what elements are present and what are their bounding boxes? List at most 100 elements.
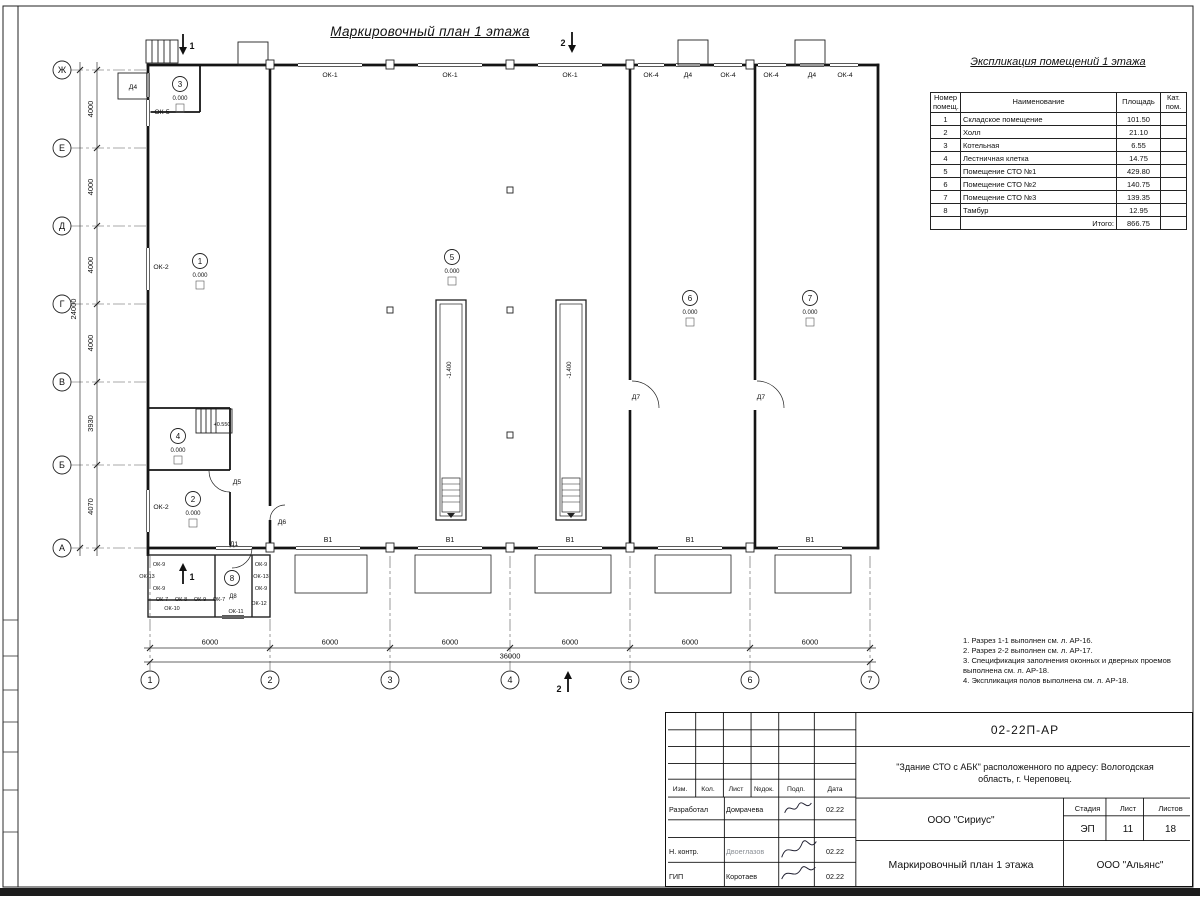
expl-cell-area: 12.95 [1116, 203, 1161, 218]
room-bubble [192, 253, 208, 269]
expl-header-name: Наименование [960, 91, 1117, 114]
dimension-label: 6000 [562, 638, 579, 647]
axis-letter: В [59, 377, 65, 387]
room-bubble [444, 249, 460, 265]
room-bubble [172, 76, 188, 92]
expl-cell-area: 429.80 [1116, 164, 1161, 179]
expl-cell-cat [1160, 151, 1187, 166]
signature [781, 866, 816, 880]
mark-label: Д6 [278, 519, 287, 526]
section-arrows [179, 32, 576, 692]
expl-total-label: Итого: [960, 216, 1117, 231]
title-block: 02-22П-АР "Здание СТО с АБК" расположенн… [665, 712, 1193, 887]
exterior-stair [145, 39, 179, 64]
axis-bubble [52, 138, 72, 158]
expl-cell-name: Холл [960, 125, 1117, 140]
expl-total-cat [1160, 216, 1187, 231]
mark-label: ОК-9 [255, 562, 267, 568]
side-stamp-boxes [2, 619, 19, 833]
room-bubble [224, 570, 240, 586]
axis-letter: Д [59, 221, 65, 231]
expl-cell-cat [1160, 112, 1187, 127]
room-number: 1 [198, 257, 203, 266]
axis-bubble [380, 670, 400, 690]
expl-cell-num: 3 [930, 138, 961, 153]
elevation-mark: 0.000 [802, 310, 818, 316]
mark-label: ОК-5 [154, 109, 170, 116]
mark-label: ОК-11 [228, 609, 243, 615]
mark-label: Д4 [684, 72, 693, 79]
section-number: 2 [556, 684, 561, 694]
sheet-label: Лист [1119, 803, 1137, 813]
room-number: 5 [450, 253, 455, 262]
mark-label: ОК-1 [562, 72, 578, 79]
room-bubble [170, 428, 186, 444]
note-line: 1. Разрез 1-1 выполнен см. л. АР-16. [963, 636, 1093, 645]
title-block-grid [668, 713, 1190, 886]
floor-type-box [173, 455, 183, 465]
mark-label: ОК-7 [213, 597, 225, 603]
mark-label: ОК-10 [164, 606, 179, 612]
name-gip: Коротаев [726, 871, 758, 881]
column-marks [386, 186, 514, 439]
axis-bubble [740, 670, 760, 690]
expl-total-value: 866.75 [1116, 216, 1161, 231]
expl-cell-name: Котельная [960, 138, 1117, 153]
expl-cell-name: Помещение СТО №2 [960, 177, 1117, 192]
expl-cell-cat [1160, 203, 1187, 218]
mark-label: ОК-13 [253, 574, 268, 580]
note-line: 4. Экспликация полов выполнена см. л. АР… [963, 676, 1129, 686]
role-gip: ГИП [669, 871, 684, 881]
elevation-mark: 0.000 [170, 448, 186, 454]
section-number: 1 [189, 572, 194, 582]
sheets-total: 18 [1164, 824, 1177, 835]
doc-number: 02-22П-АР [990, 723, 1060, 737]
stage-value: ЭП [1080, 824, 1095, 835]
expl-cell-num: 8 [930, 203, 961, 218]
axis-number: 1 [147, 675, 152, 685]
mark-label: ОК-9 [255, 586, 267, 592]
room-bubble [802, 290, 818, 306]
elevation-mark: 0.000 [172, 96, 188, 102]
floor-type-box [188, 518, 198, 528]
sheet-number: 11 [1122, 824, 1134, 835]
room-number: 7 [808, 294, 813, 303]
mark-label: ОК-1 [322, 72, 338, 79]
expl-cell-area: 21.10 [1116, 125, 1161, 140]
plan-details [117, 32, 852, 692]
partition-walls [148, 65, 231, 548]
elevation-mark: 0.000 [185, 511, 201, 517]
expl-header-row: Номер помещ. Наименование Площадь Кат. п… [930, 91, 1187, 114]
col-data: Дата [827, 785, 843, 793]
room-number: 8 [230, 574, 235, 583]
mark-label: ОК-4 [643, 72, 659, 79]
axis-bubble [140, 670, 160, 690]
floor-type-box [447, 276, 457, 286]
room-bubble [682, 290, 698, 306]
col-kol: Кол. [701, 785, 715, 793]
mark-label: Д4 [129, 84, 138, 91]
axis-bubble [52, 455, 72, 475]
mark-label: -1.400 [567, 361, 573, 379]
room-number: 4 [176, 432, 181, 441]
room-number: 2 [191, 495, 196, 504]
mark-label: ОК-12 [251, 601, 266, 607]
mark-label: В1 [686, 537, 695, 544]
sheet-drawing-name: Маркировочный план 1 этажа [888, 859, 1034, 871]
expl-cell-cat [1160, 190, 1187, 205]
door-swings [208, 380, 785, 569]
dimension-label: 6000 [802, 638, 819, 647]
expl-cell-cat [1160, 177, 1187, 192]
expl-table: Номер помещ. Наименование Площадь Кат. п… [930, 91, 1187, 231]
porch [677, 39, 709, 66]
project-name: "Здание СТО с АБК" расположенного по адр… [896, 761, 1154, 784]
note-line: 2. Разрез 2-2 выполнен см. л. АР-17. [963, 646, 1093, 656]
axis-number: 4 [507, 675, 512, 685]
expl-cell-name: Лестничная клетка [960, 151, 1117, 166]
interior-walls [268, 65, 757, 548]
